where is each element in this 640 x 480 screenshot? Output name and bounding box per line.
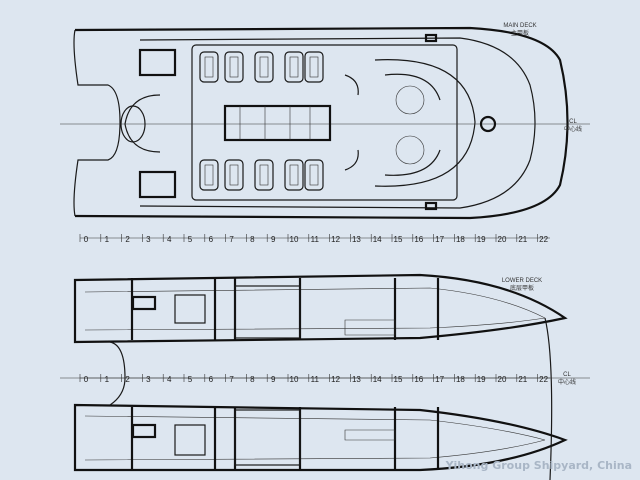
seat <box>199 159 219 191</box>
table <box>259 164 269 186</box>
scale-tick-label: 3 <box>146 375 151 384</box>
scale-tick-label: 21 <box>518 235 527 244</box>
seat <box>254 159 274 191</box>
scale-tick-label: 9 <box>271 375 276 384</box>
scale-tick-label: 10 <box>290 375 299 384</box>
scale-tick-label: 15 <box>394 235 403 244</box>
scale-tick-label: 7 <box>229 235 234 244</box>
main-deck-title: MAIN DECK 主甲板 <box>490 22 550 38</box>
table <box>229 164 239 186</box>
lower-cl-cn: 中心线 <box>557 380 576 386</box>
lower-deck-title-en: LOWER DECK <box>501 278 543 284</box>
scale-tick-label: 11 <box>311 375 320 384</box>
seat <box>284 159 304 191</box>
scale-tick-label: 22 <box>539 235 548 244</box>
main-deck-title-cn: 主甲板 <box>510 31 529 37</box>
scale-tick-label: 17 <box>435 235 444 244</box>
scale-tick-label: 8 <box>250 235 255 244</box>
scale-tick-label: 5 <box>188 235 193 244</box>
seat <box>199 51 219 83</box>
scale-tick-label: 22 <box>539 375 548 384</box>
scale-tick-label: 20 <box>498 235 507 244</box>
scale-tick-label: 4 <box>167 235 172 244</box>
scale-tick-label: 12 <box>331 235 340 244</box>
lower-deck-title-cn: 底层甲板 <box>509 286 534 292</box>
seat <box>254 51 274 83</box>
watermark: Yihong Group Shipyard, China <box>445 459 632 472</box>
main-cl-cn: 中心线 <box>563 127 582 133</box>
scale-tick-label: 1 <box>105 235 110 244</box>
scale-tick-label: 13 <box>352 375 361 384</box>
table <box>204 56 214 78</box>
scale-tick-label: 2 <box>125 235 130 244</box>
seat <box>304 159 324 191</box>
scale-tick-label: 14 <box>373 375 382 384</box>
seating-rows <box>199 51 324 191</box>
scale-tick-label: 14 <box>373 235 382 244</box>
mast <box>479 115 497 133</box>
scale-tick-label: 3 <box>146 235 151 244</box>
main-cl-en: CL <box>569 119 577 125</box>
table <box>289 56 299 78</box>
lower-cl-label: CL 中心线 <box>554 371 580 387</box>
main-deck-plan <box>60 26 590 220</box>
scale-tick-label: 7 <box>229 375 234 384</box>
scale-tick-label: 19 <box>477 235 486 244</box>
table <box>309 56 319 78</box>
table <box>259 56 269 78</box>
main-deck-title-en: MAIN DECK <box>503 23 537 29</box>
lower-deck-plan <box>60 273 590 480</box>
scale-tick-label: 17 <box>435 375 444 384</box>
scale-tick-label: 13 <box>352 235 361 244</box>
scale-tick-label: 6 <box>209 235 214 244</box>
seat <box>224 159 244 191</box>
scale-tick-label: 18 <box>456 235 465 244</box>
scale-tick-label: 12 <box>331 375 340 384</box>
table <box>229 56 239 78</box>
scale-tick-label: 16 <box>414 235 423 244</box>
scale-tick-label: 19 <box>477 375 486 384</box>
scale-tick-label: 1 <box>105 375 110 384</box>
scale-tick-label: 11 <box>311 235 320 244</box>
lower-cl-en: CL <box>563 372 571 378</box>
scale-tick-label: 21 <box>518 375 527 384</box>
seat <box>304 51 324 83</box>
scale-tick-label: 18 <box>456 375 465 384</box>
scale-tick-label: 0 <box>84 375 89 384</box>
scale-tick-label: 5 <box>188 375 193 384</box>
seat <box>224 51 244 83</box>
scale-tick-label: 9 <box>271 235 276 244</box>
table <box>289 164 299 186</box>
scale-tick-label: 10 <box>290 235 299 244</box>
main-cl-label: CL 中心线 <box>560 118 586 134</box>
seat <box>284 51 304 83</box>
scale-tick-label: 0 <box>84 235 89 244</box>
scale-tick-label: 4 <box>167 375 172 384</box>
table <box>204 164 214 186</box>
table <box>309 164 319 186</box>
scale-tick-label: 16 <box>414 375 423 384</box>
scale-tick-label: 15 <box>394 375 403 384</box>
lower-deck-title: LOWER DECK 底层甲板 <box>490 277 554 293</box>
scale-tick-label: 20 <box>498 375 507 384</box>
scale-tick-label: 2 <box>125 375 130 384</box>
scale-tick-label: 6 <box>209 375 214 384</box>
scale-tick-label: 8 <box>250 375 255 384</box>
